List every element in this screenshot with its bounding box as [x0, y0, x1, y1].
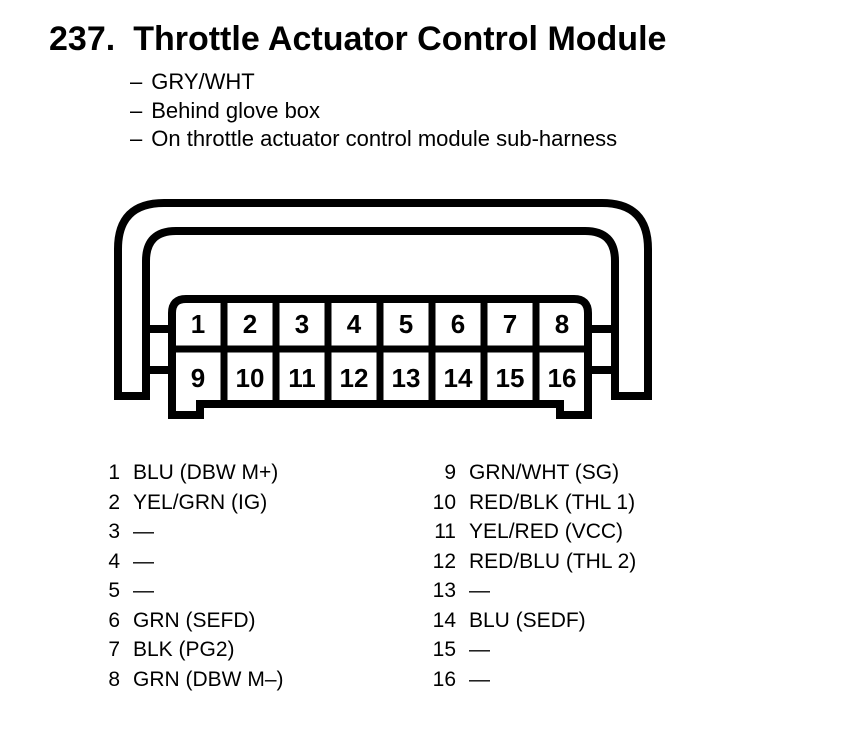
- pin-number: 7: [108, 638, 120, 661]
- pin-number: 4: [108, 549, 120, 573]
- location-notes: –GRY/WHT –Behind glove box –On throttle …: [130, 68, 617, 154]
- figure-number: 237.: [49, 20, 116, 58]
- pin-label: RED/BLU (THL 2): [469, 549, 637, 573]
- pin-label: GRN (SEFD): [133, 608, 256, 632]
- note-line: –On throttle actuator control module sub…: [130, 125, 617, 154]
- note-bullet-dash: –: [130, 97, 143, 123]
- pin-cell-number: 6: [451, 309, 465, 339]
- note-bullet-dash: –: [130, 126, 143, 152]
- pin-label: BLK (PG2): [133, 638, 235, 661]
- pin-cell-number: 2: [243, 309, 257, 339]
- pin-label: —: [469, 579, 490, 602]
- pin-label: —: [133, 549, 154, 573]
- pin-cell-number: 15: [496, 363, 525, 393]
- pinout-row: 10 RED/BLK (THL 1): [430, 488, 636, 518]
- pin-grid-column-dividers: [220, 299, 540, 404]
- pinout-row: 3—: [100, 517, 284, 547]
- pin-cell-number: 13: [392, 363, 421, 393]
- note-text: Behind glove box: [151, 97, 321, 123]
- pin-label: GRN/WHT (SG): [469, 461, 620, 484]
- pin-cell-number: 12: [340, 363, 369, 393]
- pin-number: 16: [432, 667, 456, 691]
- pinout-row: 7 BLK (PG2): [100, 635, 284, 665]
- pin-label: RED/BLK (THL 1): [469, 490, 636, 514]
- pin-cell-number: 1: [191, 309, 205, 339]
- pinout-legend-right: 9 GRN/WHT (SG) 10 RED/BLK (THL 1) 11 YEL/RE…: [430, 458, 637, 695]
- pin-cell-number: 16: [548, 363, 577, 393]
- pin-cell-number: 11: [288, 363, 316, 393]
- pin-number: 6: [108, 608, 120, 632]
- pin-label: —: [469, 638, 490, 661]
- pinout-row: 15 —: [430, 635, 636, 665]
- pin-label: GRN (DBW M–): [133, 667, 284, 691]
- pin-label: —: [469, 667, 490, 691]
- pin-cell-number: 7: [503, 309, 517, 339]
- pinout-row: 6 GRN (SEFD): [100, 606, 284, 636]
- pin-cell-number: 4: [347, 309, 362, 339]
- pin-cell-number: 5: [399, 309, 413, 339]
- pin-number: 14: [432, 608, 456, 632]
- pinout-row: 5—: [100, 576, 284, 606]
- pinout-row: 14 BLU (SEDF): [430, 606, 636, 636]
- figure-title: Throttle Actuator Control Module: [133, 20, 667, 58]
- pin-number: 13: [432, 579, 456, 602]
- connector-diagram: 1 2 3 4 5 6 7 8 9 10 11 12 13 14 15 16: [114, 199, 652, 419]
- pin-label: —: [133, 579, 154, 602]
- pin-cell-number: 3: [295, 309, 309, 339]
- note-line: –GRY/WHT: [130, 68, 617, 97]
- pin-number: 9: [444, 461, 456, 484]
- pin-number: 2: [108, 490, 120, 514]
- note-line: –Behind glove box: [130, 97, 617, 126]
- pinout-row: 2 YEL/GRN (IG): [100, 488, 284, 518]
- pinout-row: 1 BLU (DBW M+): [100, 458, 284, 488]
- pinout-row: 11 YEL/RED (VCC): [430, 517, 636, 547]
- pinout-row: 8 GRN (DBW M–): [100, 665, 284, 695]
- pin-number: 10: [432, 490, 456, 514]
- pinout-row: 13 —: [430, 576, 636, 606]
- pin-number: 5: [108, 579, 120, 602]
- pinout-row: 16 —: [430, 665, 636, 695]
- pin-label: BLU (DBW M+): [133, 461, 279, 484]
- pin-number: 3: [108, 520, 120, 543]
- pinout-row: 4—: [100, 547, 284, 577]
- note-text: GRY/WHT: [151, 69, 255, 94]
- pin-cell-number: 9: [191, 363, 205, 393]
- pin-number: 1: [108, 461, 120, 484]
- pinout-row: 12 RED/BLU (THL 2): [430, 547, 637, 577]
- pin-label: BLU (SEDF): [469, 608, 586, 632]
- outer-housing-outline: [114, 199, 652, 396]
- pin-number: 12: [432, 549, 456, 573]
- pin-number: 11: [434, 520, 456, 543]
- pin-number: 8: [108, 667, 120, 691]
- pin-cell-number: 14: [444, 363, 473, 393]
- note-bullet-dash: –: [130, 69, 143, 94]
- pin-label: YEL/RED (VCC): [469, 520, 624, 543]
- pin-cell-number: 10: [236, 363, 265, 393]
- pin-label: —: [133, 520, 154, 543]
- inner-housing-outline: [142, 227, 619, 396]
- pinout-row: 9 GRN/WHT (SG): [430, 458, 636, 488]
- pin-cell-number: 8: [555, 309, 569, 339]
- note-text: On throttle actuator control module sub-…: [151, 126, 618, 152]
- pin-label: YEL/GRN (IG): [133, 490, 268, 514]
- pin-number: 15: [432, 638, 456, 661]
- figure-header: 237. Throttle Actuator Control Module: [49, 20, 666, 59]
